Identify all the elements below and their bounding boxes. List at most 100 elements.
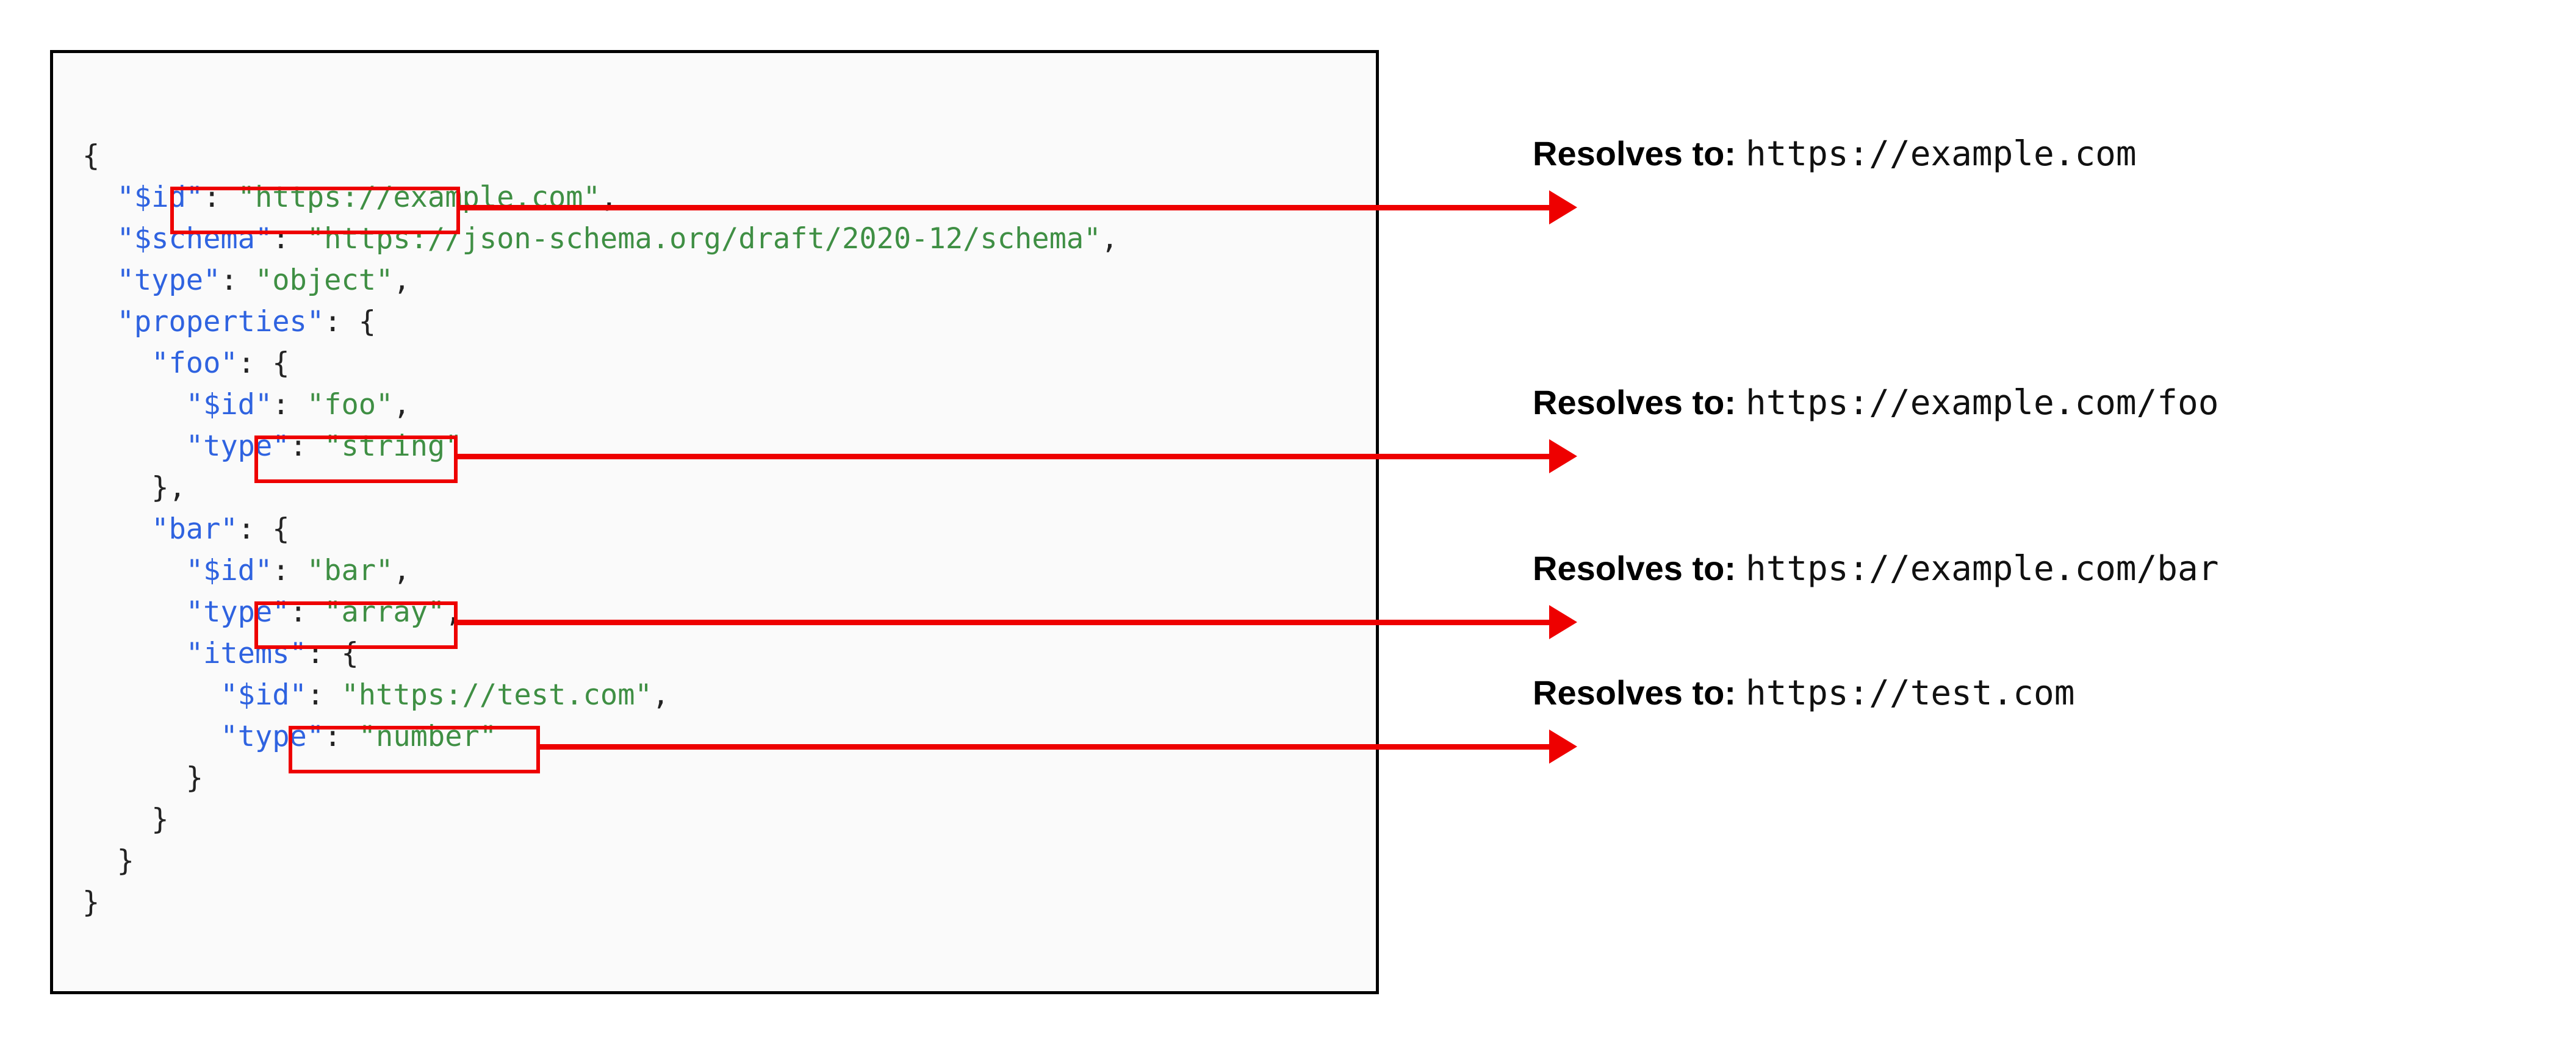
- json-punctuation: ,: [393, 263, 411, 297]
- code-line: "$id": "https://test.com",: [82, 675, 1118, 716]
- json-key: "$id": [220, 678, 307, 712]
- code-line: }: [82, 882, 1118, 923]
- arrow-bar-line: [455, 620, 1549, 625]
- json-key: "$schema": [117, 222, 273, 256]
- code-line: {: [82, 135, 1118, 177]
- code-line: "$id": "bar",: [82, 550, 1118, 592]
- code-line: }: [82, 758, 1118, 799]
- code-indent: [82, 346, 151, 380]
- arrow-root-line: [457, 205, 1549, 210]
- code-indent: [82, 678, 220, 712]
- code-indent: [82, 263, 117, 297]
- json-punctuation: :: [272, 388, 307, 421]
- resolved-uri-value: https://test.com: [1746, 673, 2075, 713]
- resolved-uri-value: https://example.com/bar: [1746, 549, 2219, 589]
- resolved-uri-value: https://example.com/foo: [1746, 383, 2219, 423]
- json-key: "properties": [117, 305, 325, 339]
- code-indent: [82, 761, 186, 795]
- json-key: "$id": [185, 554, 273, 587]
- json-punctuation: :: [306, 678, 342, 712]
- json-punctuation: ,: [652, 678, 670, 712]
- code-line: }: [82, 799, 1118, 840]
- resolves-to-label: Resolves to:: [1533, 673, 1736, 712]
- resolves-to-label: Resolves to:: [1533, 134, 1736, 173]
- json-string: "object": [254, 263, 394, 297]
- code-indent: [82, 471, 151, 504]
- json-string: "array": [324, 595, 445, 629]
- code-line: "type": "object",: [82, 260, 1118, 301]
- arrow-foo-head: [1549, 439, 1577, 473]
- code-indent: [82, 554, 186, 587]
- json-string: "foo": [306, 388, 394, 421]
- json-punctuation: ,: [393, 554, 411, 587]
- json-schema-source: { "$id": "https://example.com", "$schema…: [82, 135, 1118, 923]
- json-string: "https://json-schema.org/draft/2020-12/s…: [306, 222, 1101, 256]
- arrow-root-head: [1549, 190, 1577, 224]
- json-punctuation: :: [324, 720, 359, 753]
- code-line: "$schema": "https://json-schema.org/draf…: [82, 218, 1118, 260]
- json-key: "type": [185, 595, 290, 629]
- code-line: },: [82, 467, 1118, 509]
- json-punctuation: : {: [306, 637, 359, 670]
- resolution-row: Resolves to: https://example.com/bar: [1533, 551, 2218, 586]
- code-line: "properties": {: [82, 301, 1118, 343]
- code-indent: [82, 803, 151, 836]
- json-punctuation: :: [272, 554, 307, 587]
- json-key: "type": [117, 263, 221, 297]
- json-schema-code-panel: { "$id": "https://example.com", "$schema…: [50, 50, 1379, 994]
- code-indent: [82, 512, 151, 546]
- json-key: "type": [185, 429, 290, 463]
- arrow-items-line: [537, 744, 1549, 750]
- json-key: "foo": [151, 346, 238, 380]
- code-line: "type": "string": [82, 426, 1118, 467]
- json-punctuation: :: [289, 429, 325, 463]
- code-indent: [82, 637, 186, 670]
- json-string: "bar": [306, 554, 394, 587]
- json-string: "https://test.com": [341, 678, 652, 712]
- json-punctuation: ,: [393, 388, 411, 421]
- arrow-items-head: [1549, 729, 1577, 764]
- resolves-to-label: Resolves to:: [1533, 549, 1736, 587]
- json-punctuation: }: [185, 761, 204, 795]
- json-punctuation: }: [151, 803, 169, 836]
- json-string: "string": [324, 429, 462, 463]
- json-punctuation: }: [82, 886, 100, 919]
- code-indent: [82, 305, 117, 339]
- json-punctuation: : {: [237, 346, 290, 380]
- json-punctuation: :: [220, 263, 255, 297]
- json-punctuation: : {: [237, 512, 290, 546]
- json-punctuation: ,: [1101, 222, 1118, 256]
- code-line: "items": {: [82, 633, 1118, 675]
- arrow-bar-head: [1549, 605, 1577, 639]
- code-line: "type": "number": [82, 716, 1118, 758]
- json-punctuation: : {: [324, 305, 376, 339]
- code-line: }: [82, 840, 1118, 882]
- resolution-row: Resolves to: https://example.com: [1533, 137, 2137, 171]
- json-punctuation: :: [203, 181, 238, 214]
- json-string: "number": [358, 720, 497, 753]
- code-line: "foo": {: [82, 343, 1118, 384]
- json-key: "type": [220, 720, 325, 753]
- json-punctuation: {: [82, 139, 100, 173]
- json-key: "$id": [185, 388, 273, 421]
- code-line: "$id": "foo",: [82, 384, 1118, 426]
- resolved-uri-value: https://example.com: [1746, 134, 2137, 174]
- arrow-foo-line: [455, 454, 1549, 459]
- code-indent: [82, 844, 117, 878]
- code-line: "bar": {: [82, 509, 1118, 550]
- json-key: "$id": [117, 181, 204, 214]
- code-line: "type": "array",: [82, 592, 1118, 633]
- code-indent: [82, 388, 186, 421]
- code-indent: [82, 595, 186, 629]
- resolves-to-label: Resolves to:: [1533, 383, 1736, 421]
- json-punctuation: :: [289, 595, 325, 629]
- json-punctuation: :: [272, 222, 307, 256]
- json-punctuation: },: [151, 471, 186, 504]
- code-indent: [82, 720, 220, 753]
- code-indent: [82, 222, 117, 256]
- code-line: "$id": "https://example.com",: [82, 177, 1118, 218]
- resolution-row: Resolves to: https://example.com/foo: [1533, 385, 2218, 420]
- json-key: "bar": [151, 512, 238, 546]
- resolution-row: Resolves to: https://test.com: [1533, 676, 2074, 711]
- json-key: "items": [185, 637, 307, 670]
